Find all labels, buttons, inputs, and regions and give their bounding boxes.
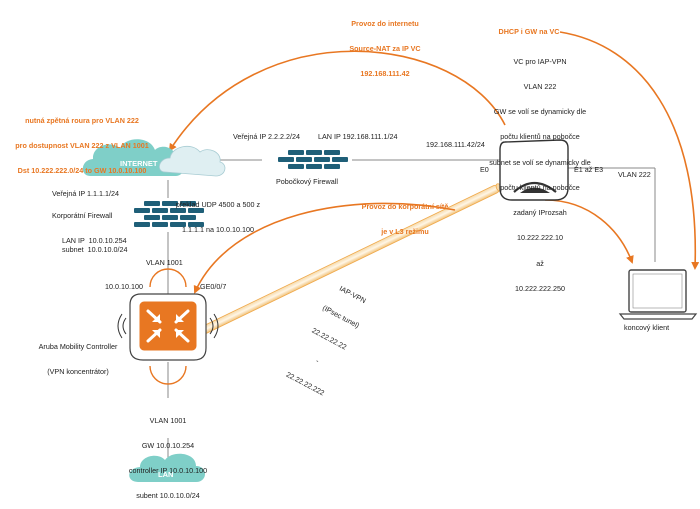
iap-ports-e1-e3: E1 až E3 — [574, 165, 604, 174]
corp-traffic-line1: Provoz do korporátní sítě — [361, 201, 449, 211]
lan-info-line1: VLAN 1001 — [149, 415, 187, 425]
corporate-firewall-icon — [134, 201, 204, 227]
vc-note-line9: až — [536, 258, 544, 268]
corp-traffic-line2: je v L3 režimu — [381, 227, 429, 237]
corp-firewall-nat-line1: překlad UDP 4500 a 500 z — [175, 199, 261, 209]
vc-note-line1: VC pro IAP-VPN — [513, 56, 567, 66]
vc-note-line4: počtu klientů na pobočce — [500, 132, 580, 142]
internet-label: INTERNET — [120, 159, 158, 168]
controller-icon — [117, 268, 219, 385]
client-label: koncový klient — [624, 323, 670, 332]
arrow-corporate-to-client — [544, 199, 634, 264]
corp-firewall-nat-line2: 1.1.1.1 na 10.0.10.100 — [182, 225, 254, 235]
iap-ip: 192.168.111.42/24 — [426, 140, 485, 149]
traffic-arrows — [168, 31, 700, 294]
return-route-line2: pro dostupnost VLAN 222 z VLAN 1001 — [15, 141, 149, 151]
controller-port: GE0/0/7 — [200, 282, 227, 291]
controller-name: Aruba Mobility Controller (VPN koncentrá… — [28, 326, 128, 385]
internet-traffic-line2: Source-NAT za IP VC — [349, 44, 421, 54]
diagram-canvas — [82, 31, 700, 482]
iap-port-e0: E0 — [480, 165, 489, 174]
internet-cloud-icon — [82, 139, 226, 177]
corp-firewall-name: Korporátní Firewall — [52, 211, 113, 220]
lan-info-line4: subent 10.0.10.0/24 — [136, 491, 200, 501]
vc-note-line8: 10.222.222.10 — [517, 233, 563, 243]
vc-note-line3: GW se volí se dynamicky dle — [493, 107, 587, 117]
corp-traffic-annotation: Provoz do korporátní sítě je v L3 režimu — [350, 186, 460, 245]
arrow-corporate-traffic — [193, 202, 456, 294]
laptop-client-icon — [618, 269, 698, 320]
lan-label: LAN — [158, 470, 174, 479]
arrow-internet-traffic — [168, 50, 506, 152]
corp-firewall-lan-ip: LAN IP 10.0.10.254 — [62, 236, 127, 245]
branch-firewall-wan-ip: Veřejná IP 2.2.2.2/24 — [233, 132, 301, 141]
vc-note-line10: 10.222.222.250 — [515, 283, 565, 293]
internet-traffic-annotation: Provoz do internetu Source-NAT za IP VC … — [325, 3, 445, 87]
vc-note-line6: počtu klientů na pobočce — [500, 182, 580, 192]
corp-firewall-nat-rule: překlad UDP 4500 a 500 z 1.1.1.1 na 10.0… — [168, 184, 268, 243]
vc-note: VC pro IAP-VPN VLAN 222 GW se volí se dy… — [470, 41, 610, 302]
vc-note-line7: zadaný IProzsah — [513, 208, 567, 218]
corp-firewall-public-ip: Veřejná IP 1.1.1.1/24 — [52, 189, 120, 198]
internet-traffic-line3: 192.168.111.42 — [360, 69, 410, 79]
return-route-line1: nutná zpětná roura pro VLAN 222 — [25, 115, 139, 125]
lan-info-line2: GW 10.0.10.254 — [141, 441, 195, 451]
vc-note-line5: subnet se volí se dynamicky dle — [489, 157, 591, 167]
corp-firewall-subnet: subnet 10.0.10.0/24 — [62, 245, 128, 254]
controller-ip: 10.0.10.100 — [105, 282, 143, 291]
network-diagram: Provoz do internetu Source-NAT za IP VC … — [2, 3, 700, 500]
vc-note-line2: VLAN 222 — [523, 82, 557, 92]
return-route-annotation: nutná zpětná roura pro VLAN 222 pro dost… — [2, 100, 162, 184]
branch-firewall-name: Pobočkový Firewall — [276, 177, 338, 186]
lan-info: VLAN 1001 GW 10.0.10.254 controller IP 1… — [118, 400, 218, 509]
branch-firewall-lan-ip: LAN IP 192.168.111.1/24 — [318, 132, 398, 141]
lan-cloud-icon — [129, 453, 205, 482]
dhcp-gw-title: DHCP i GW na VC — [498, 27, 560, 36]
lan-info-line3: controller IP 10.0.10.100 — [128, 466, 208, 476]
connection-lines — [167, 159, 656, 458]
access-point-icon — [499, 139, 569, 201]
internet-traffic-line1: Provoz do internetu — [351, 18, 419, 28]
return-route-line3: Dst 10.222.222.0/24 to GW 10.0.10.100 — [17, 166, 147, 176]
iap-vlan: VLAN 222 — [618, 170, 651, 179]
corp-vlan-1001: VLAN 1001 — [146, 258, 183, 267]
branch-firewall-icon — [278, 150, 348, 169]
controller-name-line2: (VPN koncentrátor) — [47, 367, 109, 377]
controller-name-line1: Aruba Mobility Controller — [38, 341, 118, 351]
arrow-dhcp-gw — [559, 31, 700, 270]
